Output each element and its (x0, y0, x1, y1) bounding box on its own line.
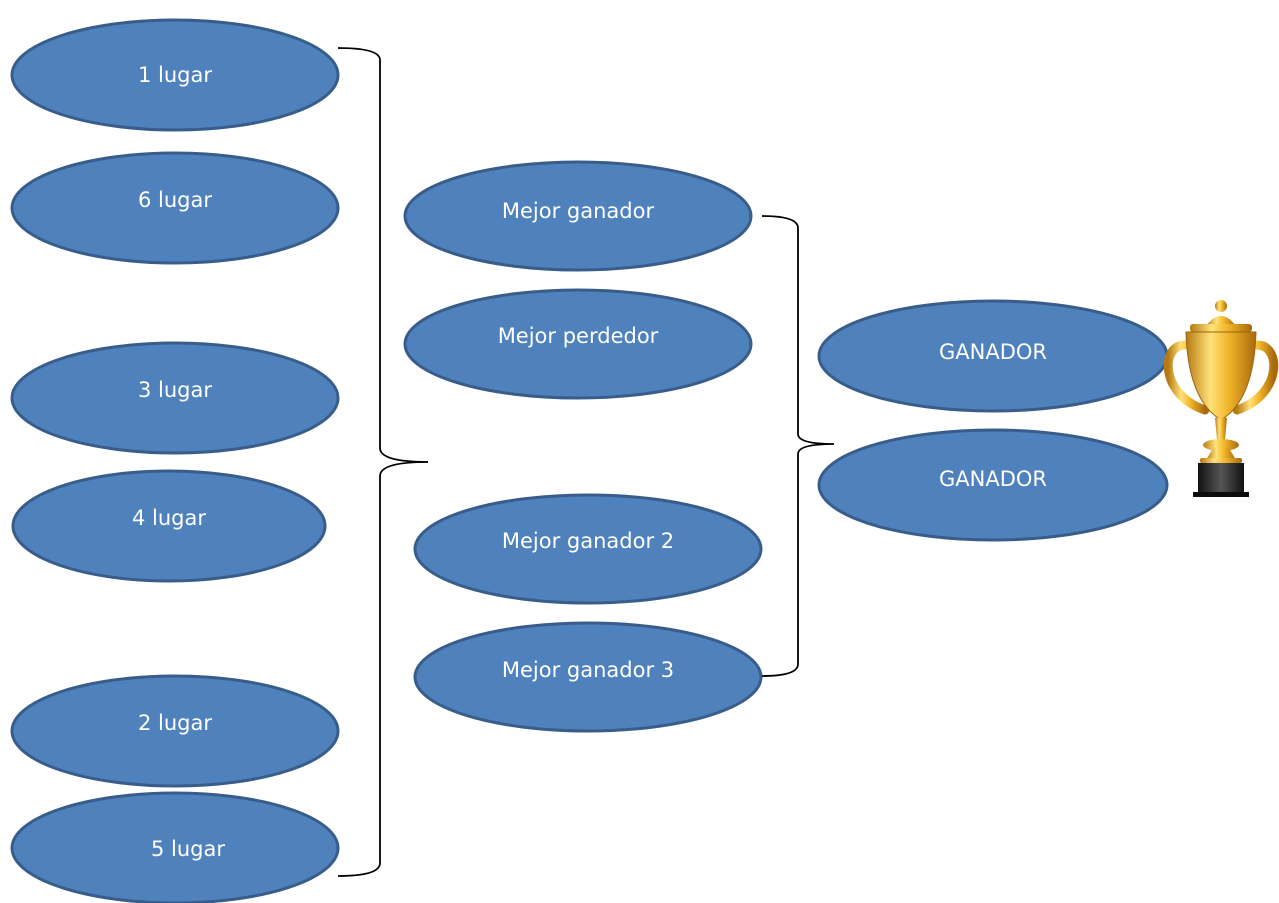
node-mejor-ganador-label: Mejor ganador (502, 199, 655, 223)
node-4-lugar-label: 4 lugar (132, 506, 206, 530)
node-ganador-bottom-label: GANADOR (939, 467, 1047, 491)
node-4-lugar: 4 lugar (11, 469, 327, 583)
left-bracket (337, 47, 429, 877)
node-ganador-top-label: GANADOR (939, 340, 1047, 364)
node-3-lugar: 3 lugar (10, 341, 340, 455)
node-1-lugar-label: 1 lugar (138, 63, 212, 87)
node-mejor-ganador-3-label: Mejor ganador 3 (502, 658, 674, 682)
node-5-lugar: 5 lugar (10, 791, 340, 903)
node-mejor-ganador-3: Mejor ganador 3 (413, 621, 763, 733)
node-mejor-perdedor: Mejor perdedor (403, 288, 753, 400)
node-mejor-ganador-2: Mejor ganador 2 (413, 493, 763, 605)
node-ganador-top: GANADOR (817, 299, 1169, 413)
node-2-lugar-label: 2 lugar (138, 711, 212, 735)
node-1-lugar: 1 lugar (10, 18, 340, 132)
right-bracket (761, 215, 835, 677)
node-mejor-ganador: Mejor ganador (403, 160, 753, 272)
trophy-icon (1163, 300, 1279, 497)
node-6-lugar: 6 lugar (10, 151, 340, 265)
node-3-lugar-label: 3 lugar (138, 378, 212, 402)
node-2-lugar: 2 lugar (10, 674, 340, 788)
node-mejor-ganador-2-label: Mejor ganador 2 (502, 529, 674, 553)
node-ganador-bottom: GANADOR (817, 428, 1169, 542)
node-6-lugar-label: 6 lugar (138, 188, 212, 212)
node-5-lugar-label: 5 lugar (151, 837, 225, 861)
node-mejor-perdedor-label: Mejor perdedor (498, 324, 659, 348)
